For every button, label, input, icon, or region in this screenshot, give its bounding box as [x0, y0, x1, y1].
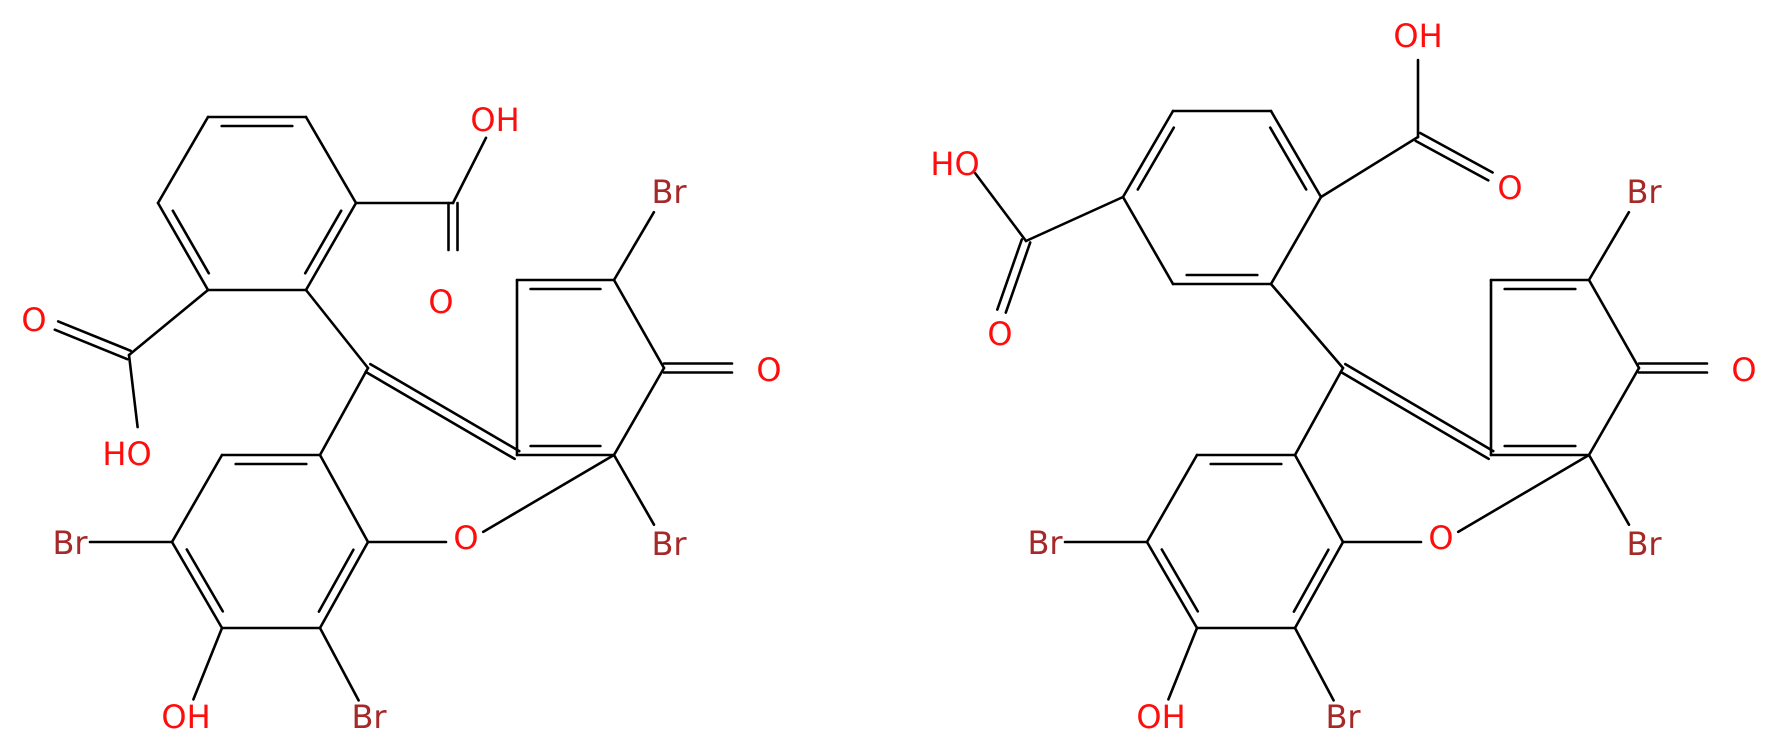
double-bond-inner — [1136, 126, 1176, 191]
double-bond-outer — [1293, 540, 1345, 630]
double-bond-outer — [318, 540, 370, 630]
single-bond — [1145, 453, 1199, 544]
single-bond — [127, 288, 210, 357]
double-bond-line-b — [1418, 131, 1494, 174]
atom-label-br-bottom: Br — [351, 698, 387, 736]
double-bond-line-a — [364, 370, 517, 461]
single-bond — [1024, 195, 1125, 243]
double-bond-line-a — [1414, 139, 1490, 182]
atom-label-o-left: O — [21, 301, 46, 339]
atom-label-oh-top: OH — [1393, 17, 1442, 55]
atom-label-o-keto: O — [756, 351, 781, 389]
single-bond — [1121, 195, 1175, 286]
atom-label-oh-bottom: OH — [161, 698, 210, 736]
single-bond — [481, 453, 616, 534]
atom-label-o-top: O — [1497, 169, 1522, 207]
single-bond — [1167, 626, 1199, 701]
atom-label-br-r: Br — [651, 525, 687, 563]
single-bond — [451, 136, 488, 205]
molecule-left-bonds — [53, 115, 734, 702]
double-bond-outer — [1121, 109, 1175, 199]
double-bond-inner — [303, 209, 343, 275]
atom-label-o-ring: O — [1428, 519, 1453, 557]
atom-label-oh-top: OH — [470, 101, 519, 139]
atom-label-o-ring: O — [453, 519, 478, 557]
double-bond-line-a — [995, 238, 1024, 311]
double-bond-outer — [1145, 540, 1199, 630]
double-bond-outer — [304, 201, 358, 292]
single-bond — [192, 626, 224, 701]
single-bond — [1293, 453, 1345, 544]
single-bond — [612, 453, 656, 527]
atom-label-br-bottom: Br — [1325, 698, 1361, 736]
single-bond — [156, 115, 210, 205]
double-bond-outer — [1269, 109, 1323, 199]
single-bond — [1456, 453, 1591, 534]
single-bond — [1587, 453, 1631, 527]
molecule-right-bonds — [973, 58, 1709, 702]
single-bond — [318, 366, 370, 457]
atom-label-oh-left: HO — [102, 435, 151, 473]
single-bond — [612, 278, 666, 370]
double-bond-inner — [185, 548, 225, 613]
single-bond — [170, 453, 224, 544]
single-bond — [1319, 135, 1420, 199]
atom-label-oh-left: HO — [930, 145, 979, 183]
double-bond-line-b — [1004, 241, 1032, 314]
double-bond-line-a — [56, 320, 132, 353]
atom-label-br-l: Br — [52, 524, 88, 562]
single-bond — [127, 353, 139, 429]
single-bond — [612, 366, 666, 457]
single-bond — [612, 210, 656, 282]
single-bond — [1587, 366, 1641, 457]
double-bond-inner — [317, 548, 355, 613]
single-bond — [1293, 366, 1345, 457]
double-bond-line-b — [368, 362, 521, 453]
double-bond-inner — [171, 209, 211, 275]
double-bond-line-b — [53, 328, 129, 361]
atom-label-o-keto: O — [1731, 351, 1756, 389]
single-bond — [1587, 210, 1631, 282]
single-bond — [304, 288, 370, 370]
double-bond-outer — [156, 201, 210, 292]
double-bond-inner — [1292, 548, 1330, 613]
atom-label-o-top: O — [428, 283, 453, 321]
double-bond-line-a — [1339, 370, 1490, 461]
atom-label-o-left: O — [987, 315, 1012, 353]
atom-label-br-l: Br — [1027, 524, 1063, 562]
double-bond-inner — [1268, 126, 1308, 191]
double-bond-inner — [1160, 548, 1200, 613]
single-bond — [304, 115, 358, 205]
single-bond — [973, 171, 1028, 243]
single-bond — [1269, 195, 1323, 286]
double-bond-outer — [170, 540, 224, 630]
single-bond — [1269, 282, 1345, 370]
atom-label-br-r: Br — [1626, 525, 1662, 563]
single-bond — [1587, 278, 1641, 370]
single-bond — [1293, 626, 1335, 702]
atom-label-br-tr: Br — [1626, 173, 1662, 211]
atom-label-br-tr: Br — [651, 173, 687, 211]
atom-label-oh-bottom: OH — [1136, 698, 1185, 736]
single-bond — [318, 626, 360, 702]
double-bond-line-b — [1344, 362, 1495, 453]
single-bond — [318, 453, 370, 544]
